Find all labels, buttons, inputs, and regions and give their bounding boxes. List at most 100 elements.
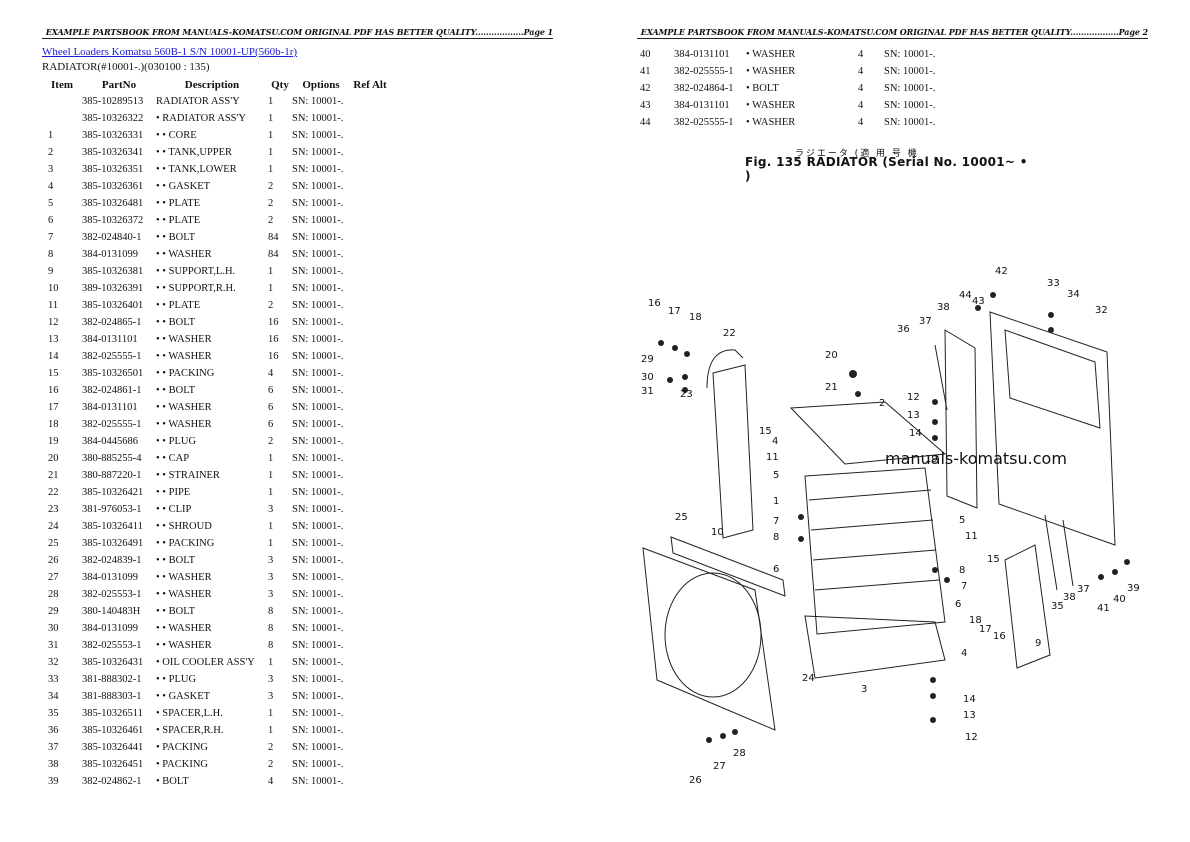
callout-36: 36 [897, 324, 910, 335]
partno-cell: 384-0131101 [674, 100, 730, 111]
partno-cell: 385-10326351 [82, 164, 144, 175]
qty-cell: 4 [858, 100, 864, 111]
figure-title-english: Fig. 135 RADIATOR (Serial No. 10001~ • ) [745, 155, 1028, 183]
description-cell: • WASHER [746, 117, 796, 128]
item-cell: 17 [48, 402, 59, 413]
item-cell: 31 [48, 640, 59, 651]
callout-5b: 5 [959, 515, 965, 526]
options-cell: SN: 10001-. [884, 49, 936, 60]
item-cell: 13 [48, 334, 59, 345]
item-cell: 23 [48, 504, 59, 515]
partno-cell: 380-887220-1 [82, 470, 142, 481]
item-cell [42, 110, 82, 127]
ref-alt-cell [350, 688, 390, 705]
partno-cell: 384-0131101 [674, 49, 730, 60]
callout-12: 12 [907, 392, 920, 403]
callout-14b: 14 [963, 694, 976, 705]
item-cell: 9 [48, 266, 54, 277]
partno-cell: 385-10326431 [82, 657, 144, 668]
ref-alt-cell [350, 212, 390, 229]
description-cell: • • PACKING [156, 368, 215, 379]
qty-cell: 4 [858, 49, 864, 60]
item-cell: 2 [48, 147, 54, 158]
partno-cell: 384-0131101 [82, 334, 138, 345]
options-cell: SN: 10001-. [292, 674, 344, 685]
description-cell: • PACKING [156, 759, 209, 770]
options-cell: SN: 10001-. [292, 249, 344, 260]
item-cell: 28 [48, 589, 59, 600]
description-cell: • • TANK,LOWER [156, 164, 237, 175]
parts-page-2: EXAMPLE PARTSBOOK FROM MANUALS-KOMATSU.C… [595, 0, 1190, 842]
qty-cell: 2 [268, 198, 274, 209]
ref-alt-cell [350, 773, 390, 790]
item-cell: 35 [48, 708, 59, 719]
callout-27: 27 [713, 761, 726, 772]
lower-tank-outline [804, 615, 946, 679]
callout-15: 15 [759, 426, 772, 437]
options-cell: SN: 10001-. [292, 708, 344, 719]
qty-cell: 84 [268, 249, 279, 260]
partno-cell: 385-10326501 [82, 368, 144, 379]
partno-cell: 385-10326372 [82, 215, 144, 226]
ref-alt-cell [350, 178, 390, 195]
qty-cell: 4 [858, 83, 864, 94]
ref-alt-cell [350, 756, 390, 773]
qty-cell: 1 [268, 708, 274, 719]
item-cell: 38 [48, 759, 59, 770]
upper-tank-outline [789, 401, 947, 465]
ref-alt-cell [350, 603, 390, 620]
qty-cell: 3 [268, 504, 274, 515]
description-cell: • • BOLT [156, 317, 196, 328]
description-cell: • • CORE [156, 130, 197, 141]
callout-38b: 38 [1063, 592, 1076, 603]
description-cell: • • SUPPORT,R.H. [156, 283, 236, 294]
item-cell: 33 [48, 674, 59, 685]
qty-cell: 1 [268, 521, 274, 532]
ref-alt-cell [350, 263, 390, 280]
col-header-qty: Qty [271, 79, 289, 91]
packing-outline [670, 536, 786, 597]
qty-cell: 1 [268, 657, 274, 668]
options-cell: SN: 10001-. [292, 776, 344, 787]
col-header-options: Options [302, 79, 340, 91]
partno-cell: 382-025553-1 [82, 640, 142, 651]
callout-11b: 11 [965, 531, 978, 542]
callout-2: 2 [879, 398, 885, 409]
model-title-link[interactable]: Wheel Loaders Komatsu 560B-1 S/N 10001-U… [42, 46, 298, 58]
partno-cell: 381-888302-1 [82, 674, 142, 685]
callout-41: 41 [1097, 603, 1110, 614]
partno-cell: 382-024862-1 [82, 776, 142, 787]
callout-15b: 15 [987, 554, 1000, 565]
ref-alt-cell [350, 195, 390, 212]
qty-cell: 1 [268, 147, 274, 158]
item-cell: 5 [48, 198, 54, 209]
item-cell: 19 [48, 436, 59, 447]
description-cell: • • SUPPORT,L.H. [156, 266, 236, 277]
options-cell: SN: 10001-. [884, 66, 936, 77]
callout-8b: 8 [959, 565, 965, 576]
options-cell: SN: 10001-. [292, 606, 344, 617]
qty-cell: 2 [268, 300, 274, 311]
partno-cell: 389-10326391 [82, 283, 144, 294]
options-cell: SN: 10001-. [292, 623, 344, 634]
description-cell: • • PLUG [156, 674, 197, 685]
ref-alt-cell [350, 144, 390, 161]
item-cell: 42 [640, 83, 651, 94]
options-cell: SN: 10001-. [292, 640, 344, 651]
ref-alt-cell [350, 518, 390, 535]
ref-alt-cell [350, 586, 390, 603]
qty-cell: 1 [268, 130, 274, 141]
callout-37b: 37 [1077, 584, 1090, 595]
qty-cell: 16 [268, 334, 279, 345]
qty-cell: 1 [268, 96, 274, 107]
partno-cell: 382-025555-1 [82, 351, 142, 362]
